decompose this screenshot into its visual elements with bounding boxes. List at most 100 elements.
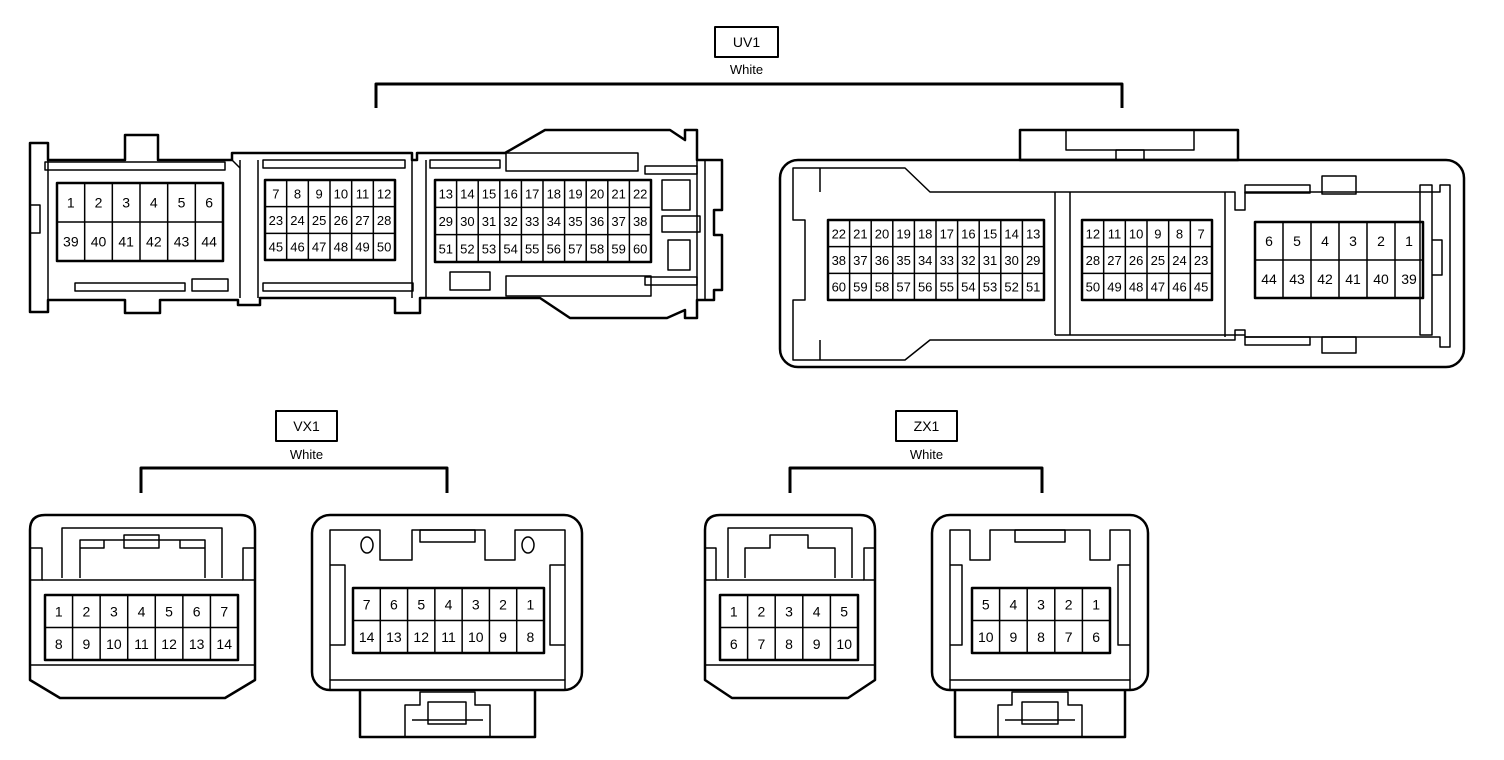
- pin-number: 16: [503, 187, 517, 202]
- pin-number: 20: [875, 226, 889, 241]
- pin-number: 3: [472, 596, 480, 612]
- connector-bracket: [374, 82, 1124, 108]
- pin-number: 36: [875, 253, 889, 268]
- connector-name: ZX1: [914, 418, 940, 434]
- pin-number: 51: [1026, 280, 1040, 295]
- pin-number: 55: [525, 241, 539, 256]
- pin-number: 7: [1065, 629, 1073, 645]
- pin-number: 24: [1172, 253, 1186, 268]
- pin-number: 22: [832, 226, 846, 241]
- pin-number: 8: [1037, 629, 1045, 645]
- pin-number: 54: [961, 280, 975, 295]
- connector-label-box: [895, 410, 958, 442]
- pin-number: 35: [896, 253, 910, 268]
- pin-number: 9: [82, 636, 90, 652]
- pin-number: 18: [547, 187, 561, 202]
- pin-number: 2: [95, 195, 103, 211]
- pin-number: 4: [1010, 596, 1018, 612]
- pin-number: 60: [633, 241, 647, 256]
- pin-number: 32: [503, 214, 517, 229]
- pin-number: 59: [611, 241, 625, 256]
- pin-number: 40: [91, 234, 107, 250]
- pin-number: 44: [201, 234, 217, 250]
- pin-number: 10: [836, 636, 852, 652]
- pin-number: 45: [269, 240, 283, 255]
- pin-number: 8: [1176, 226, 1183, 241]
- pin-number: 6: [205, 195, 213, 211]
- pin-number: 1: [67, 195, 75, 211]
- pin-number: 18: [918, 226, 932, 241]
- pin-number: 4: [445, 596, 453, 612]
- pin-number: 31: [482, 214, 496, 229]
- pin-number: 53: [983, 280, 997, 295]
- pin-number: 5: [165, 603, 173, 619]
- pin-number: 8: [294, 186, 301, 201]
- pin-number: 19: [896, 226, 910, 241]
- pin-number: 46: [1172, 280, 1186, 295]
- pin-number: 48: [1129, 280, 1143, 295]
- pin-number: 56: [547, 241, 561, 256]
- pin-number: 38: [633, 214, 647, 229]
- pin-number: 5: [982, 596, 990, 612]
- pin-number: 12: [377, 186, 391, 201]
- pin-number: 43: [1289, 271, 1305, 287]
- pin-number: 7: [220, 603, 228, 619]
- pin-number: 12: [413, 629, 429, 645]
- pin-number: 12: [161, 636, 177, 652]
- pin-number: 17: [525, 187, 539, 202]
- pin-number: 5: [417, 596, 425, 612]
- connector-bracket: [139, 466, 449, 493]
- pin-number: 45: [1194, 280, 1208, 295]
- pin-number: 2: [1377, 233, 1385, 249]
- pin-number: 43: [174, 234, 190, 250]
- pin-number: 37: [611, 214, 625, 229]
- pin-number: 4: [138, 603, 146, 619]
- pin-number: 33: [940, 253, 954, 268]
- pin-number: 35: [568, 214, 582, 229]
- pin-number: 3: [110, 603, 118, 619]
- pin-number: 6: [1092, 629, 1100, 645]
- pin-number: 6: [193, 603, 201, 619]
- pin-number: 29: [439, 214, 453, 229]
- connector-color: White: [730, 62, 763, 77]
- pin-number: 7: [1198, 226, 1205, 241]
- pin-number: 34: [918, 253, 932, 268]
- connector-color: White: [910, 447, 943, 462]
- pin-number: 58: [590, 241, 604, 256]
- pin-number: 49: [1107, 280, 1121, 295]
- pin-number: 4: [1321, 233, 1329, 249]
- connector-group-uv1: UV1 White: [28, 26, 1466, 369]
- pin-number: 23: [1194, 253, 1208, 268]
- pin-number: 37: [853, 253, 867, 268]
- pin-number: 11: [356, 186, 370, 201]
- pin-number: 60: [832, 280, 846, 295]
- pin-number: 3: [1349, 233, 1357, 249]
- pin-number: 5: [178, 195, 186, 211]
- pin-number: 21: [611, 187, 625, 202]
- pin-number: 13: [189, 636, 205, 652]
- pin-number: 8: [526, 629, 534, 645]
- pin-number: 2: [499, 596, 507, 612]
- pin-number: 13: [386, 629, 402, 645]
- pin-number: 46: [290, 240, 304, 255]
- pin-number: 1: [55, 603, 63, 619]
- pin-number: 42: [1317, 271, 1333, 287]
- pin-number: 2: [82, 603, 90, 619]
- pin-number: 4: [813, 603, 821, 619]
- pin-number: 10: [978, 629, 994, 645]
- pin-number: 1: [526, 596, 534, 612]
- pin-number: 9: [813, 636, 821, 652]
- pin-number: 25: [312, 213, 326, 228]
